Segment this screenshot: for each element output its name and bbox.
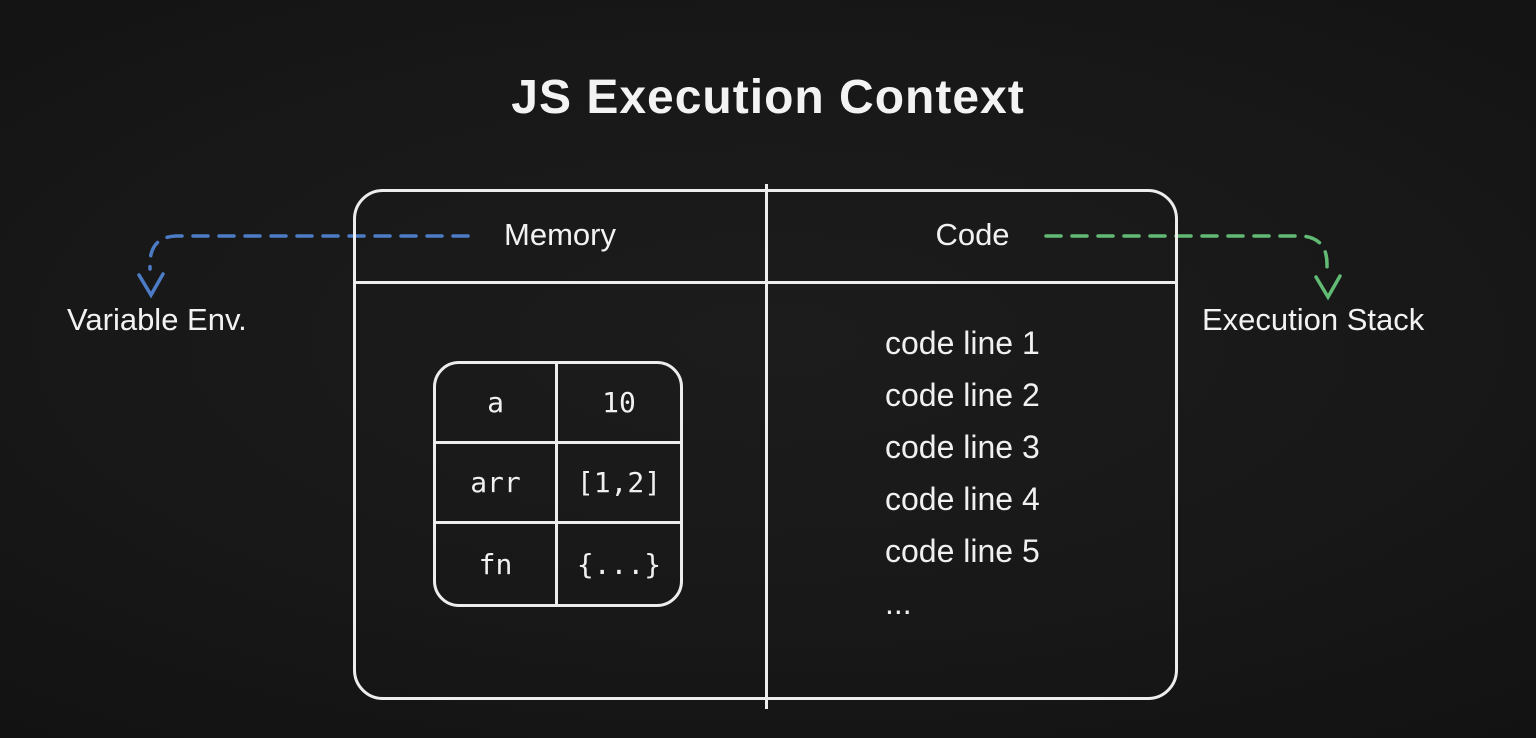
code-line: code line 4 xyxy=(885,481,1040,517)
memory-table-cell-value: [1,2] xyxy=(558,444,680,524)
memory-column-header: Memory xyxy=(504,217,616,252)
code-column-header: Code xyxy=(935,217,1010,252)
execution-stack-arrowhead-icon xyxy=(1314,274,1342,301)
variable-env-label: Variable Env. xyxy=(67,302,247,337)
memory-table-cell-key: a xyxy=(436,364,558,444)
diagram-title: JS Execution Context xyxy=(511,71,1025,124)
code-line-ellipsis: ... xyxy=(885,585,912,621)
code-line: code line 1 xyxy=(885,325,1040,361)
memory-table-cell-key: arr xyxy=(436,444,558,524)
code-line: code line 5 xyxy=(885,533,1040,569)
code-line: code line 2 xyxy=(885,377,1040,413)
execution-stack-label: Execution Stack xyxy=(1202,302,1425,337)
memory-table-cell-value: {...} xyxy=(576,547,662,581)
memory-table-cell-key: fn xyxy=(436,524,558,604)
code-line: code line 3 xyxy=(885,429,1040,465)
memory-table-cell-value: 10 xyxy=(558,364,680,444)
variable-env-arrowhead-icon xyxy=(137,272,165,299)
code-lines-list: code line 1 code line 2 code line 3 code… xyxy=(885,317,1040,629)
memory-table: a 10 arr [1,2] fn {...} xyxy=(433,361,683,607)
column-divider xyxy=(765,184,768,709)
